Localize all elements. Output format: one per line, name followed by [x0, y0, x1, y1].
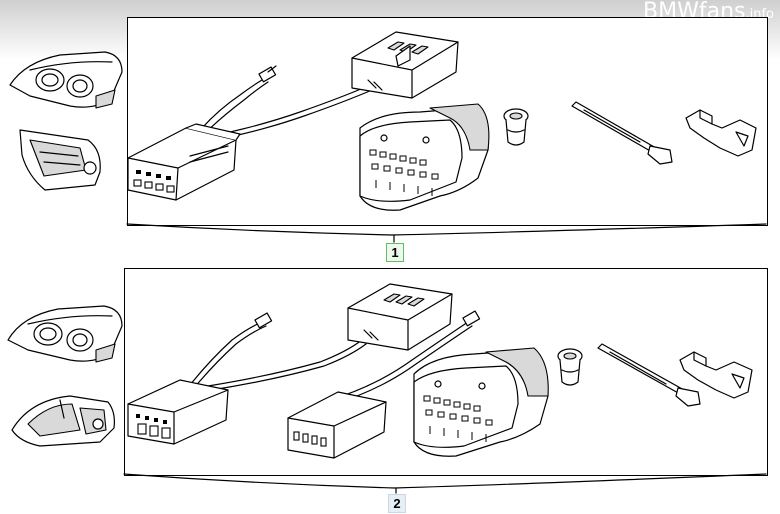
- retaining-clip-icon: [685, 109, 757, 157]
- tail-light-icon: [19, 129, 101, 191]
- callout-1-leader: [126, 223, 767, 236]
- retaining-clip-icon: [679, 351, 753, 399]
- callout-1: 1: [386, 243, 404, 262]
- grommet-icon: [557, 348, 583, 386]
- callout-2: 2: [388, 494, 406, 513]
- grommet-icon: [503, 108, 529, 146]
- cable-tie-icon: [571, 101, 673, 165]
- cable-tie-icon: [597, 343, 701, 407]
- multi-pin-connector-icon: [413, 347, 549, 457]
- tail-light-icon: [11, 395, 115, 447]
- control-module-icon: [351, 31, 459, 99]
- headlight-icon: [7, 305, 123, 363]
- headlight-icon: [9, 51, 123, 109]
- multi-pin-connector-icon: [359, 103, 490, 211]
- callout-2-leader: [123, 473, 767, 489]
- control-module-icon: [347, 283, 453, 351]
- wiring-harness-icon: [127, 310, 481, 459]
- wiring-harness-icon: [127, 65, 373, 201]
